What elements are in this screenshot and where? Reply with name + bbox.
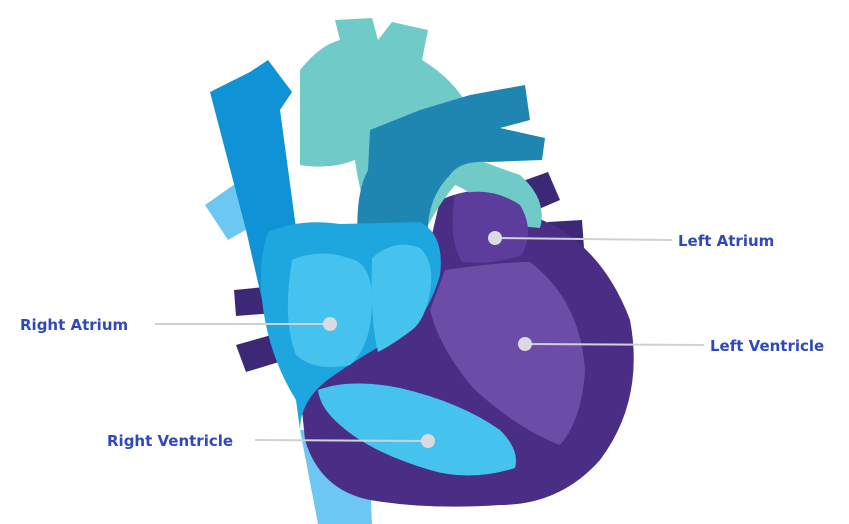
marker-right-atrium (323, 317, 337, 331)
marker-left-ventricle (518, 337, 532, 351)
label-right-ventricle: Right Ventricle (107, 432, 233, 450)
leader-right-ventricle (255, 440, 428, 441)
leader-left-ventricle (525, 344, 704, 345)
label-left-ventricle: Left Ventricle (710, 337, 824, 355)
label-left-atrium: Left Atrium (678, 232, 774, 250)
marker-left-atrium (488, 231, 502, 245)
label-right-atrium: Right Atrium (20, 316, 128, 334)
right-atrium-chamber (288, 253, 372, 367)
marker-right-ventricle (421, 434, 435, 448)
